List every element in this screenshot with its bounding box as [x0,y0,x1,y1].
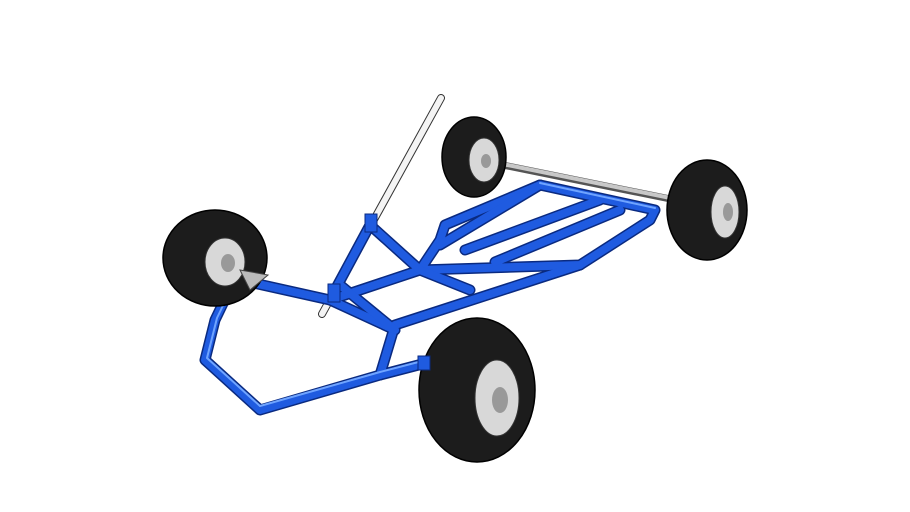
steering-mount-lower [327,283,341,303]
wheel-front-left [162,209,270,307]
wheel-rear-right [666,159,748,261]
steering-mount-upper [364,213,378,233]
rear-axle [474,156,704,209]
frame [199,179,661,416]
wheel-rear-left [441,116,507,198]
wheel-front-right [417,317,536,463]
